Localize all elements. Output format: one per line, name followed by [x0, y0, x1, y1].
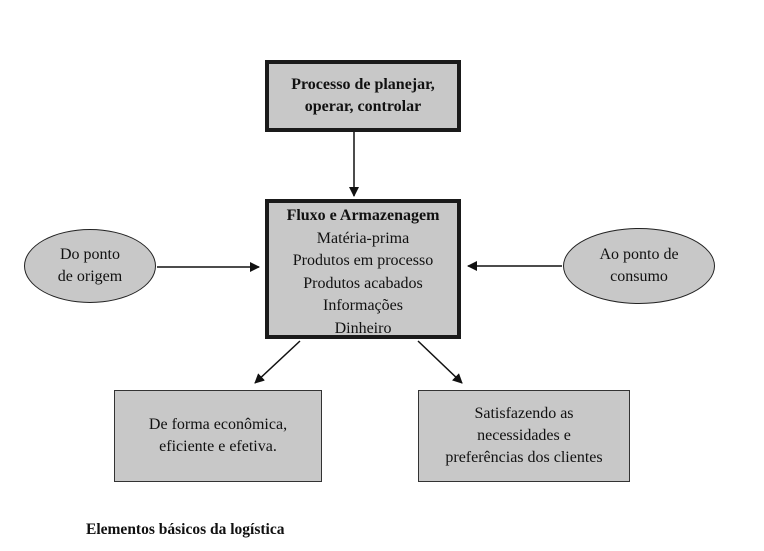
flow-item-finished-goods: Produtos acabados — [303, 274, 423, 292]
origin-line-1: Do ponto — [60, 246, 120, 263]
process-box: Processo de planejar, operar, controlar — [265, 60, 461, 132]
arrow-center-to-bottom-left — [254, 340, 301, 384]
economic-line-1: De forma econômica, — [148, 416, 288, 433]
origin-line-2: de origem — [57, 268, 123, 285]
flow-storage-title: Fluxo e Armazenagem — [286, 207, 440, 224]
flow-item-money: Dinheiro — [334, 319, 392, 337]
consumption-ellipse: Ao ponto de consumo — [563, 228, 715, 304]
flow-storage-box: Fluxo e Armazenagem Matéria-prima Produt… — [265, 199, 461, 339]
flow-item-work-in-process: Produtos em processo — [292, 252, 434, 269]
satisfaction-line-3: preferências dos clientes — [445, 449, 603, 466]
origin-ellipse: Do ponto de origem — [24, 229, 156, 303]
consumption-line-1: Ao ponto de — [599, 246, 679, 263]
process-line-2: operar, controlar — [304, 98, 422, 115]
satisfaction-line-2: necessidades e — [477, 427, 571, 444]
economic-line-2: eficiente e efetiva. — [159, 438, 277, 455]
customer-satisfaction-box: Satisfazendo as necessidades e preferênc… — [418, 390, 630, 482]
consumption-line-2: consumo — [610, 268, 668, 285]
flow-item-raw-material: Matéria-prima — [316, 229, 410, 247]
process-line-1: Processo de planejar, — [291, 76, 435, 93]
figure-caption: Elementos básicos da logística — [86, 521, 285, 538]
arrow-center-to-bottom-right — [417, 340, 463, 384]
flow-item-information: Informações — [323, 297, 403, 314]
economic-efficient-box: De forma econômica, eficiente e efetiva. — [114, 390, 322, 482]
satisfaction-line-1: Satisfazendo as — [474, 405, 574, 422]
